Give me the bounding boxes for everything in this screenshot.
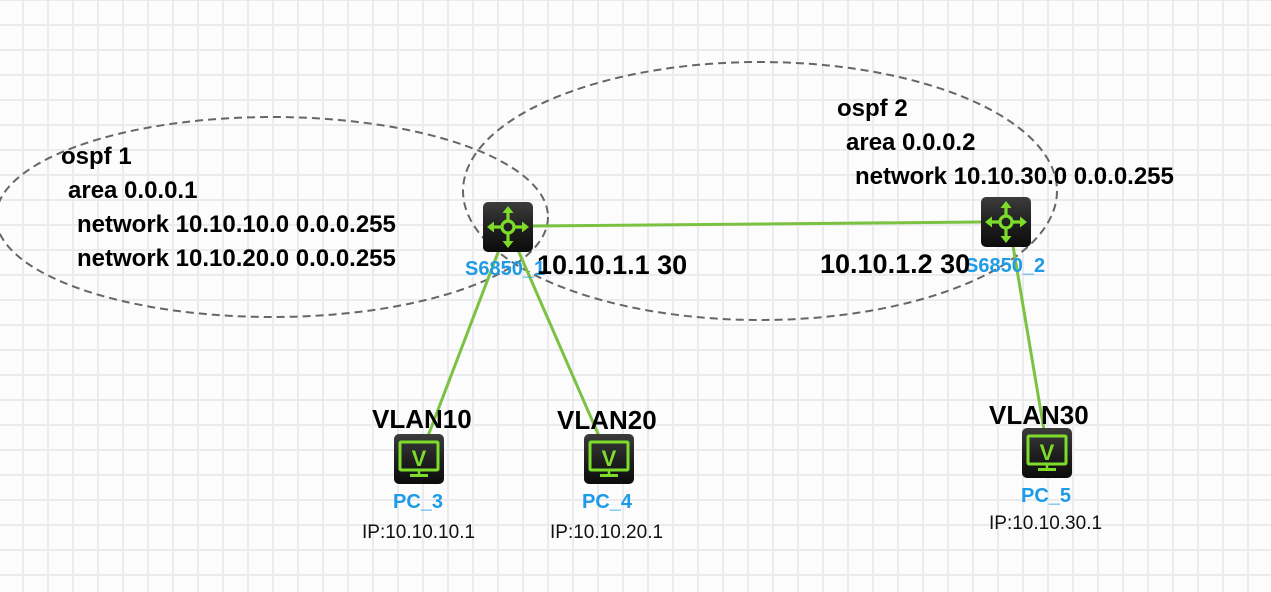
ospf2-process-label: ospf 2 [837, 95, 908, 122]
pc-5[interactable]: V [1022, 428, 1072, 478]
pc-monitor-icon: V [1026, 434, 1068, 471]
ospf2-area-label: area 0.0.0.2 [846, 129, 976, 156]
host-ip-label: IP:10.10.10.1 [362, 522, 476, 543]
ospf1-process-label: ospf 1 [61, 143, 132, 170]
pc-3[interactable]: V [394, 434, 444, 484]
pc-monitor-icon: V [588, 440, 630, 477]
host-ip-label: IP:10.10.30.1 [989, 513, 1103, 534]
icon-letter: V [412, 446, 427, 471]
router-switch-icon [985, 201, 1027, 243]
link-s6850-1-to-s6850-2[interactable] [532, 220, 982, 228]
vlan-label: VLAN10 [372, 404, 472, 434]
pc-monitor-icon: V [398, 440, 440, 477]
pc-name-label: PC_3 [393, 491, 444, 513]
icon-letter: V [1040, 440, 1055, 465]
interface-ip-label: 10.10.1.1 30 [537, 250, 688, 280]
ospf1-network-label: network 10.10.10.0 0.0.0.255 [77, 211, 396, 238]
switch-s6850-2[interactable] [981, 197, 1031, 247]
icon-letter: V [602, 446, 617, 471]
vlan-label: VLAN30 [989, 400, 1089, 430]
router-switch-icon [487, 206, 529, 248]
ospf1-area-label: area 0.0.0.1 [68, 177, 198, 204]
pc-name-label: PC_5 [1021, 485, 1072, 507]
link-s6850-2-to-pc5[interactable] [1011, 245, 1046, 431]
ospf1-network-label: network 10.10.20.0 0.0.0.255 [77, 245, 396, 272]
ospf2-area-outline [462, 61, 1058, 321]
ospf2-network-label: network 10.10.30.0 0.0.0.255 [855, 163, 1174, 190]
switch-name-label: S6850_2 [965, 255, 1046, 277]
pc-name-label: PC_4 [582, 491, 633, 513]
switch-s6850-1[interactable] [483, 202, 533, 252]
interface-ip-label: 10.10.1.2 30 [820, 249, 971, 279]
link-s6850-1-to-pc3[interactable] [426, 249, 501, 437]
link-s6850-1-to-pc4[interactable] [516, 249, 601, 437]
ospf1-area-outline [0, 116, 549, 318]
pc-4[interactable]: V [584, 434, 634, 484]
vlan-label: VLAN20 [557, 405, 657, 435]
switch-name-label: S6850_1 [465, 258, 546, 280]
host-ip-label: IP:10.10.20.1 [550, 522, 664, 543]
